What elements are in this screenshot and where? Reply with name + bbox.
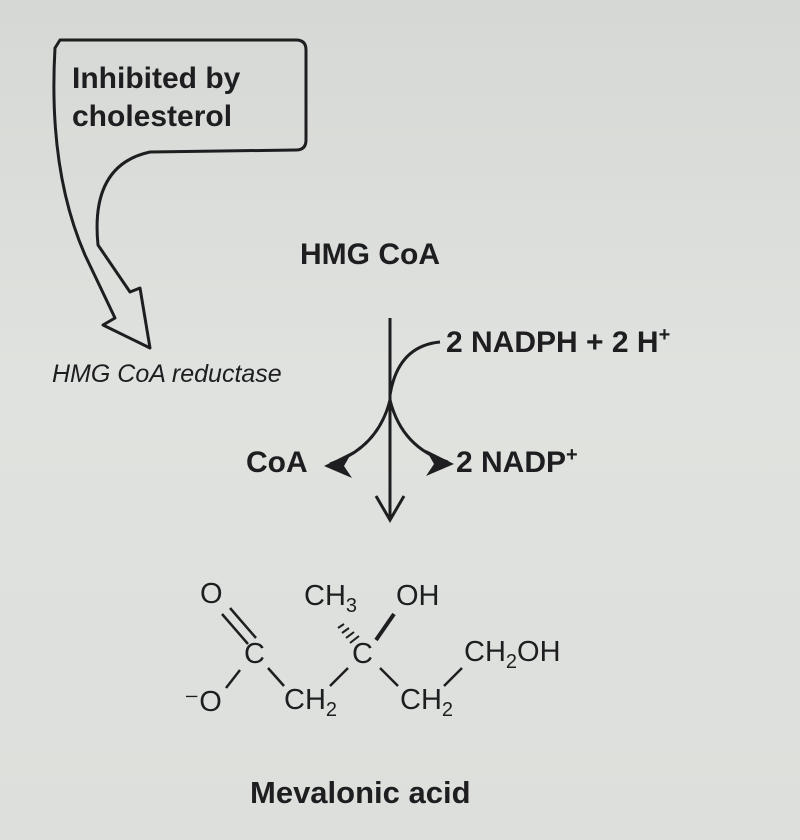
cofactor-in-label: 2 NADPH + 2 H+: [446, 324, 671, 360]
cofactor-in-curve: [388, 340, 441, 396]
group-ch2-a-sub: 2: [325, 698, 338, 721]
inhibition-callout-text: Inhibited by cholesterol: [72, 60, 240, 136]
group-ch3-sub: 3: [345, 594, 358, 617]
inhibition-callout-arrow: [52, 38, 308, 350]
atom-c3: C: [352, 638, 373, 670]
bond-c1-o-minus: [225, 669, 241, 689]
callout-line-2: cholesterol: [72, 100, 233, 133]
coa-arrowhead-icon: [324, 452, 352, 478]
cofactor-in-sup: +: [658, 324, 671, 346]
bond-c1-ch2: [267, 667, 285, 687]
bond-ch2b-ch2oh: [443, 667, 463, 687]
group-ch2oh: CH2OH: [464, 636, 561, 672]
atom-o-minus: ⁻O: [184, 686, 222, 718]
group-ch2oh-pre: CH: [464, 636, 506, 668]
main-arrowhead-icon: [374, 495, 406, 523]
group-ch2-b-text: CH: [400, 684, 442, 716]
group-ch2oh-sub: 2: [505, 650, 518, 673]
group-oh: OH: [396, 580, 440, 612]
nadp-arrowhead-icon: [426, 450, 454, 476]
coa-out-curve: [329, 399, 392, 466]
bond-ch2-c3: [329, 667, 349, 687]
atom-c1: C: [244, 638, 265, 670]
group-ch2-b-sub: 2: [441, 698, 454, 721]
enzyme-label: HMG CoA reductase: [52, 360, 282, 388]
group-ch2-a: CH2: [284, 684, 337, 720]
atom-o-top: O: [200, 578, 223, 610]
cofactor-in-text: 2 NADPH + 2 H: [446, 326, 659, 359]
group-ch3-text: CH: [304, 580, 346, 612]
bond-c3-ch2b: [379, 667, 399, 687]
callout-line-1: Inhibited by: [72, 62, 241, 95]
bond-c3-oh-wedge: [374, 612, 396, 642]
group-ch3: CH3: [304, 580, 357, 616]
group-ch2oh-post: OH: [517, 636, 561, 668]
byproduct-right-label: 2 NADP+: [456, 444, 578, 480]
nadp-out-curve: [388, 399, 449, 464]
group-ch2-a-text: CH: [284, 684, 326, 716]
group-ch2-b: CH2: [400, 684, 453, 720]
byproduct-right-text: 2 NADP: [456, 446, 567, 479]
double-bond-a: [221, 613, 249, 645]
product-label: Mevalonic acid: [250, 775, 471, 810]
double-bond-b: [229, 607, 257, 639]
byproduct-left-label: CoA: [246, 446, 308, 479]
byproduct-right-sup: +: [566, 444, 578, 466]
substrate-label: HMG CoA: [300, 238, 440, 271]
hashed-bond-c3-ch3: [337, 623, 360, 644]
